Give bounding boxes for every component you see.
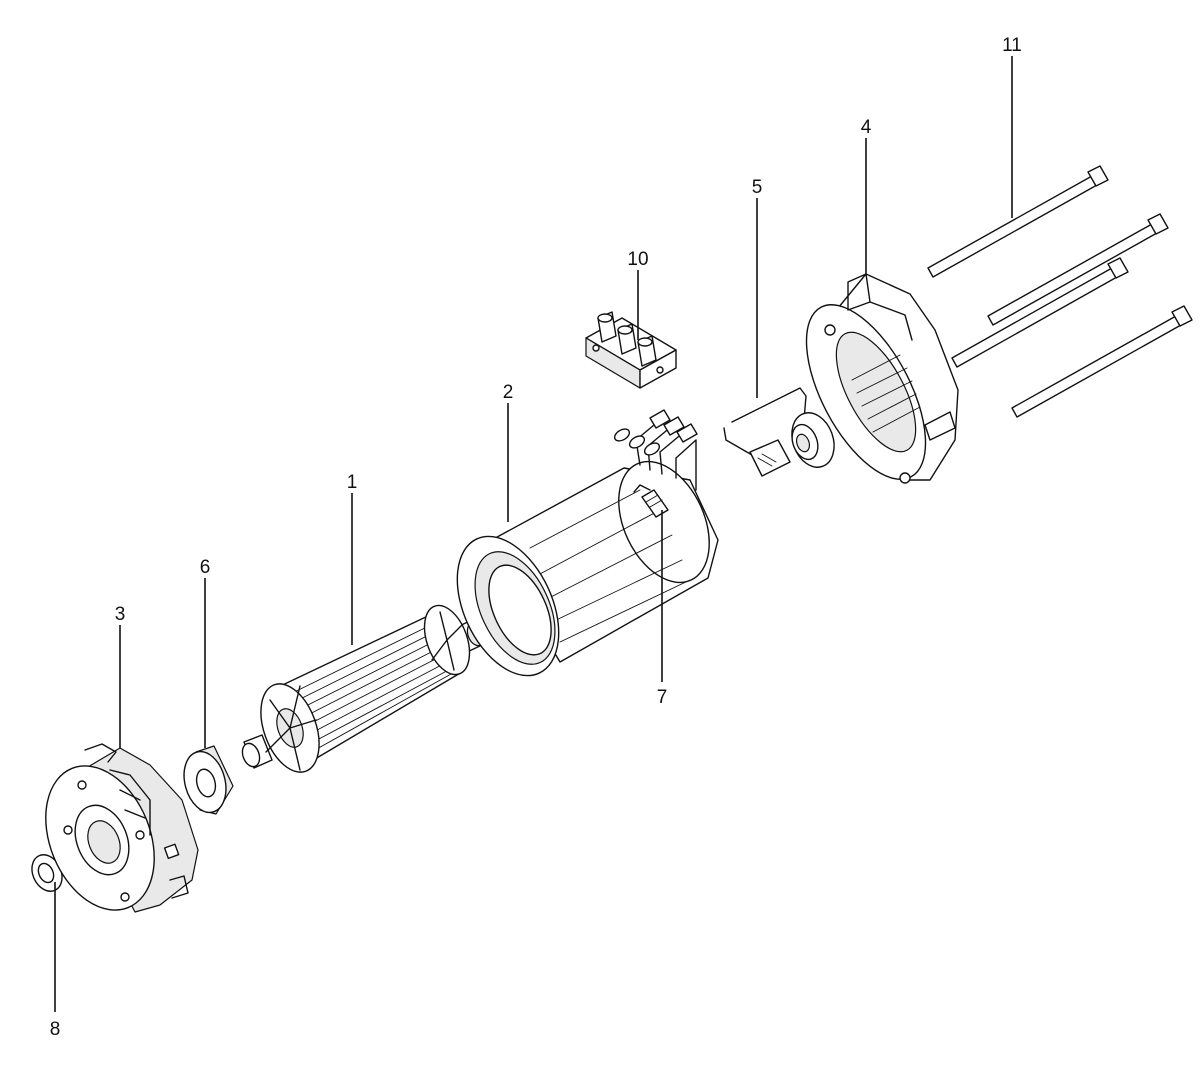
bolt-3 [951, 257, 1129, 368]
callout-7: 7 [657, 687, 668, 708]
callout-11: 11 [1002, 35, 1022, 56]
callout-2: 2 [503, 382, 514, 403]
callout-8: 8 [50, 1019, 61, 1040]
part-2-stator [456, 409, 719, 677]
callout-5: 5 [752, 177, 763, 198]
part-1-rotor [241, 604, 486, 773]
leader-lines [54, 56, 1013, 1012]
part-5-sensor-assembly [723, 387, 835, 477]
callout-4: 4 [861, 117, 872, 138]
bolt-2 [987, 213, 1169, 326]
rotor-laminations [277, 622, 461, 756]
part-3-front-cover [45, 743, 199, 913]
part-4-rear-cover [805, 273, 959, 484]
callout-3: 3 [115, 604, 126, 625]
part-11-through-bolts [927, 165, 1193, 418]
callout-labels: 1 2 3 4 5 6 7 8 10 11 [50, 35, 1022, 1040]
bolt-1 [927, 165, 1109, 278]
callout-1: 1 [347, 472, 358, 493]
part-6-bearing [183, 745, 234, 815]
part-10-terminal-block [585, 311, 677, 389]
callout-6: 6 [200, 557, 211, 578]
callout-10: 10 [627, 249, 648, 270]
bolt-4 [1011, 305, 1193, 418]
